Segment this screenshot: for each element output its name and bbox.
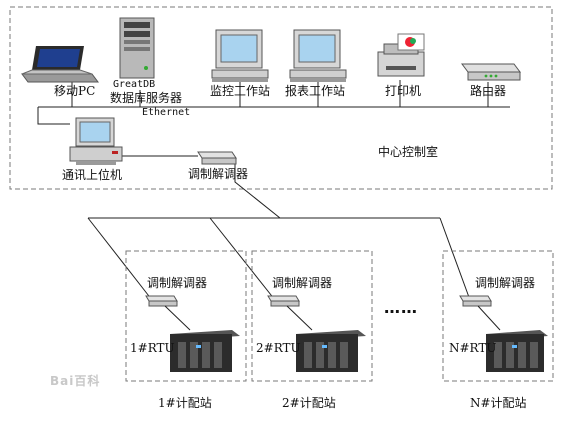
modem-station-2-icon [267,295,300,307]
bus-to-host [37,107,70,125]
printer-label: 打印机 [385,84,422,98]
host-label: 通讯上位机 [62,168,123,182]
report-station-icon [289,29,347,82]
station-1-modem-label: 调制解调器 [147,276,208,290]
db-server-brand-label: GreatDB [113,79,156,90]
ellipsis: …… [384,298,418,317]
branch-to-st2 [209,217,276,301]
branch-to-st1 [87,217,153,301]
rtu-1-icon [170,330,240,372]
station-1-name: 1#计配站 [158,396,212,410]
modem-station-N-icon [459,295,492,307]
rtu-N-icon [486,330,548,372]
control-room-boundary [9,6,553,190]
router-label: 路由器 [470,84,507,98]
modem-station-1-icon [145,295,178,307]
branch-to-stN [439,217,471,301]
server-icon [119,17,155,79]
station-1-boundary [125,250,247,382]
printer-icon [377,33,425,77]
station-N-rtu-label: N#RTU [449,341,497,355]
station-2-modem-label: 调制解调器 [272,276,333,290]
rtu-2-icon [296,330,366,372]
station-2-boundary [251,250,373,382]
station-N-modem-label: 调制解调器 [475,276,536,290]
control-room-title: 中心控制室 [378,145,439,159]
modem-to-branch [234,160,281,219]
station-N-name: N#计配站 [470,396,527,410]
station-2-name: 2#计配站 [282,396,336,410]
station-2-rtu-label: 2#RTU [256,341,301,355]
db-server-label: 数据库服务器 [110,91,183,105]
station-1-rtu-label: 1#RTU [130,341,175,355]
watermark: Bai百科 [50,374,101,388]
monitor-station-label: 监控工作站 [210,84,271,98]
monitor-station-icon [211,29,269,82]
router-icon [461,63,521,81]
report-station-label: 报表工作站 [285,84,346,98]
host-computer-icon [69,117,123,165]
laptop-icon [21,46,99,83]
modem-center-label: 调制解调器 [188,167,249,181]
laptop-label: 移动PC [54,84,96,98]
modem-center-icon [197,151,237,165]
ethernet-label: Ethernet [142,107,191,118]
